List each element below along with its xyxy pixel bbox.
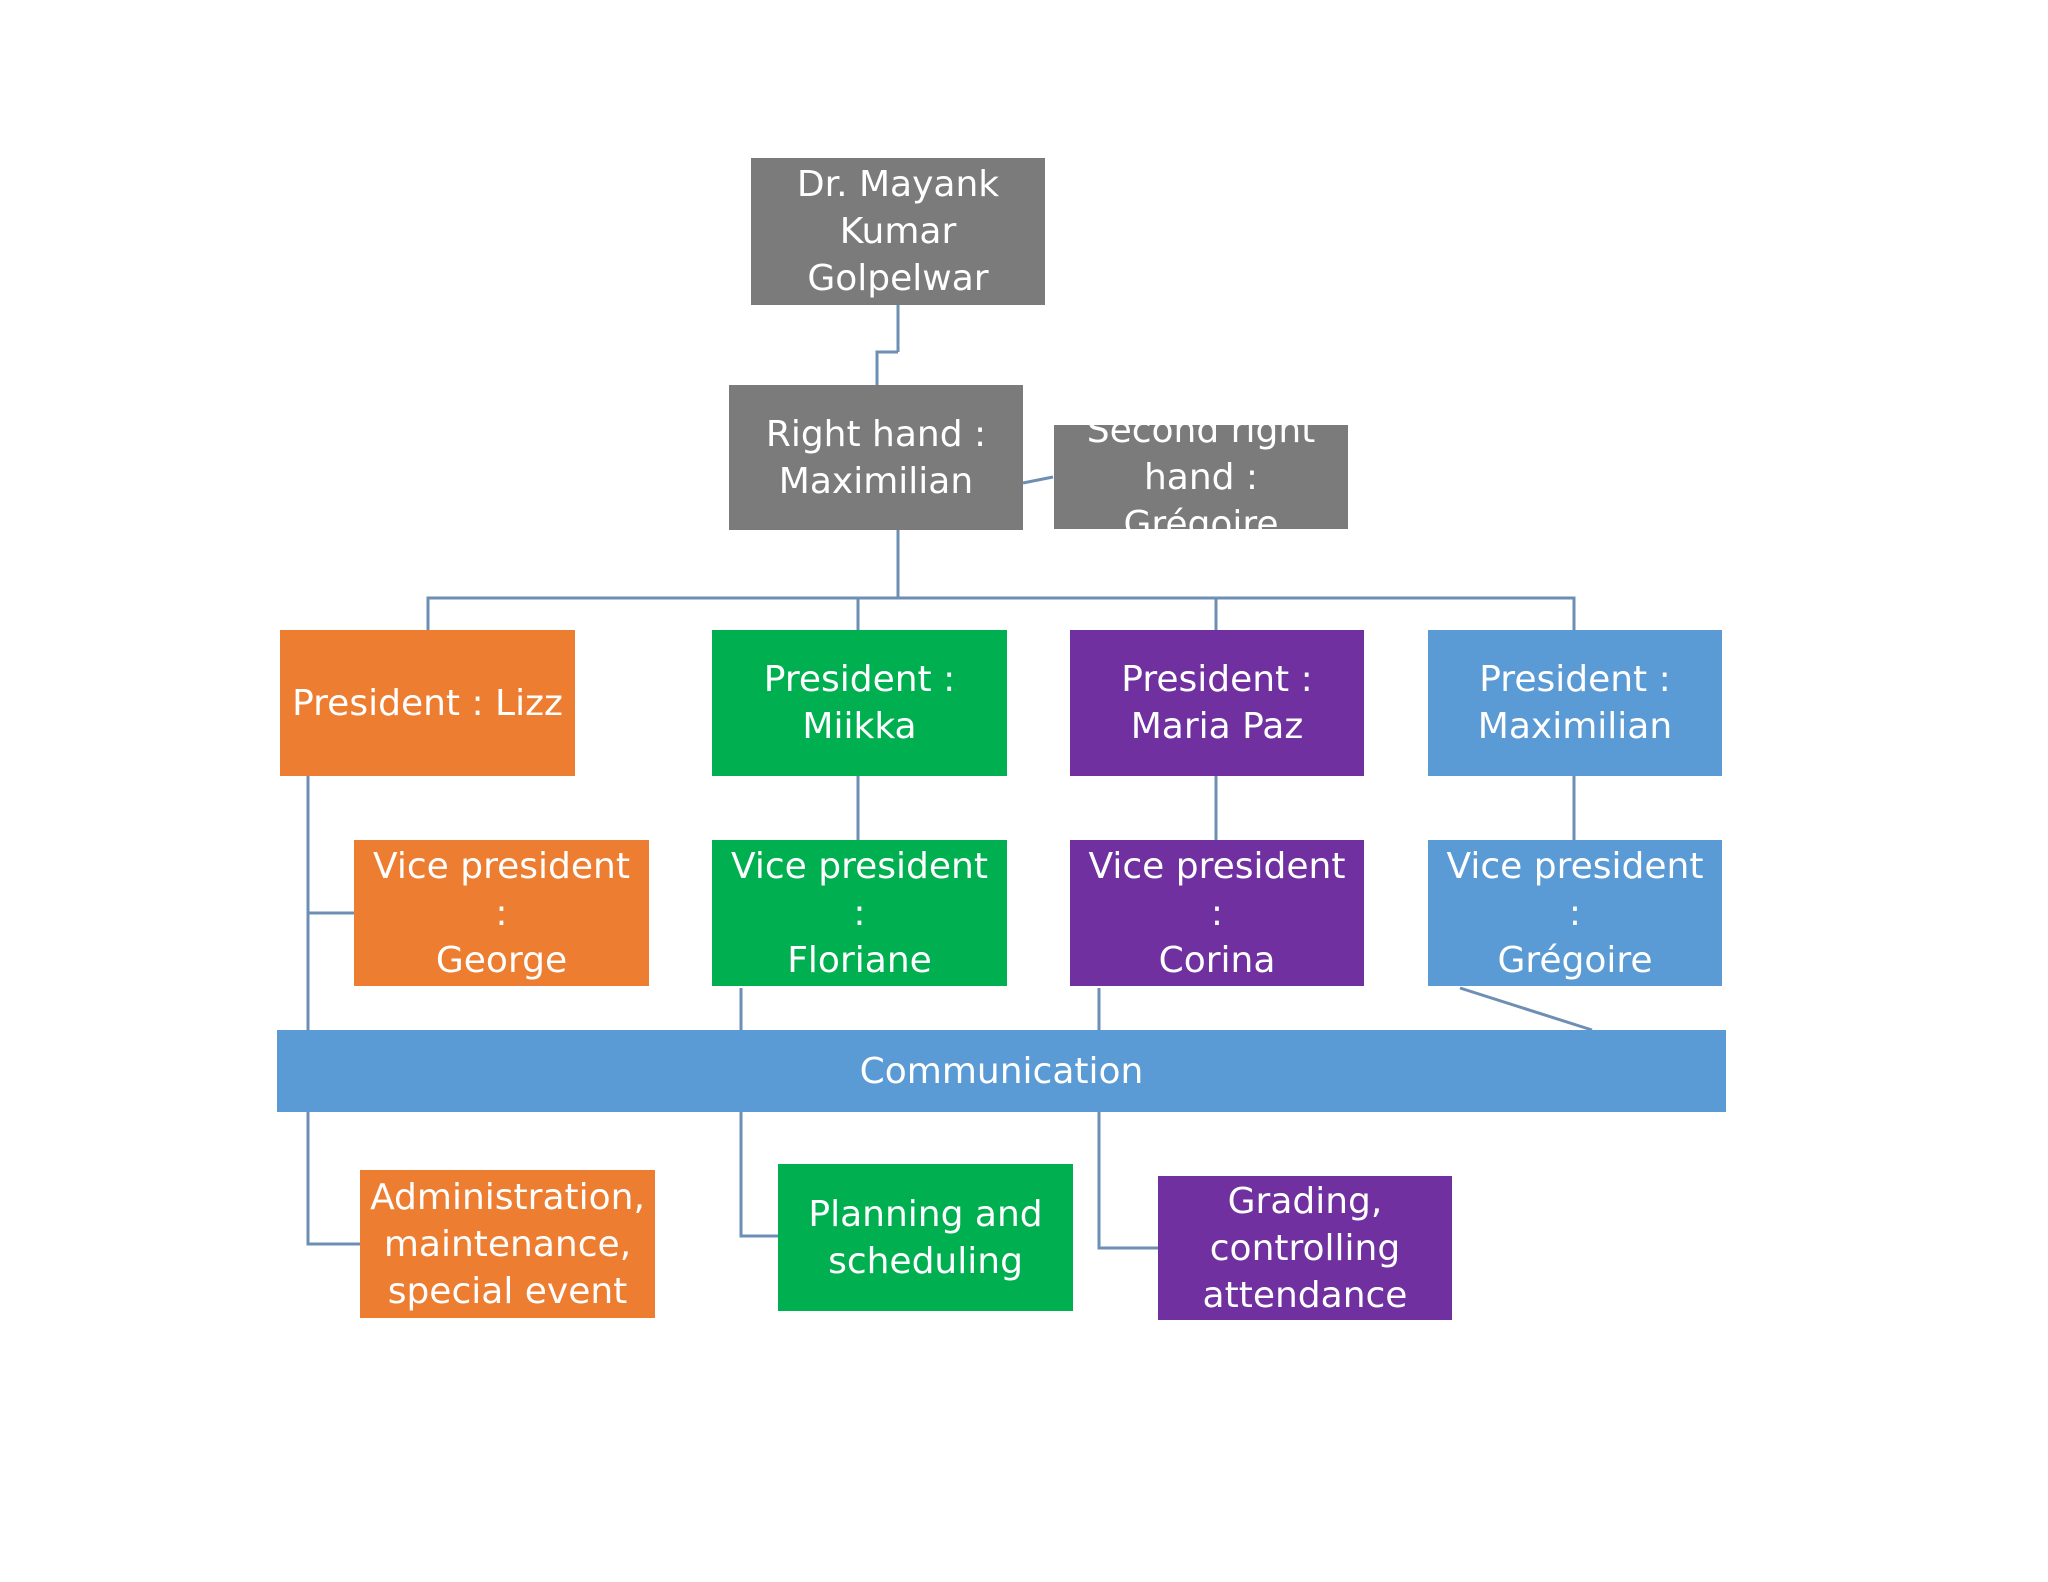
node-president-lizz: President : Lizz: [280, 630, 575, 776]
node-planning: Planning and scheduling: [778, 1164, 1073, 1311]
connector-righthand-second: [1022, 475, 1054, 485]
node-vp-gregoire: Vice president : Grégoire: [1428, 840, 1722, 986]
node-right-hand: Right hand : Maximilian: [729, 385, 1023, 530]
node-president-maria-paz: President : Maria Paz: [1070, 630, 1364, 776]
node-vp-floriane: Vice president : Floriane: [712, 840, 1007, 986]
communication-bar: Communication: [277, 1030, 1726, 1112]
node-vp-corina: Vice president : Corina: [1070, 840, 1364, 986]
connector-gregoire-comm: [1459, 986, 1593, 1032]
connector-comm-admin: [306, 1112, 360, 1246]
node-grading: Grading, controlling attendance: [1158, 1176, 1452, 1320]
node-president-miikka: President : Miikka: [712, 630, 1007, 776]
connector-comm-grading: [1097, 1112, 1158, 1250]
node-second-right-hand: Second right hand : Grégoire: [1054, 410, 1348, 545]
connector-comm-planning: [739, 1112, 778, 1238]
node-vp-george: Vice president : George: [354, 840, 649, 986]
connector-president-bus: [426, 596, 1576, 630]
connector-root-elbow: [875, 350, 898, 385]
node-root: Dr. Mayank Kumar Golpelwar: [751, 158, 1045, 305]
node-president-maximilian: President : Maximilian: [1428, 630, 1722, 776]
node-administration: Administration, maintenance, special eve…: [360, 1170, 655, 1318]
